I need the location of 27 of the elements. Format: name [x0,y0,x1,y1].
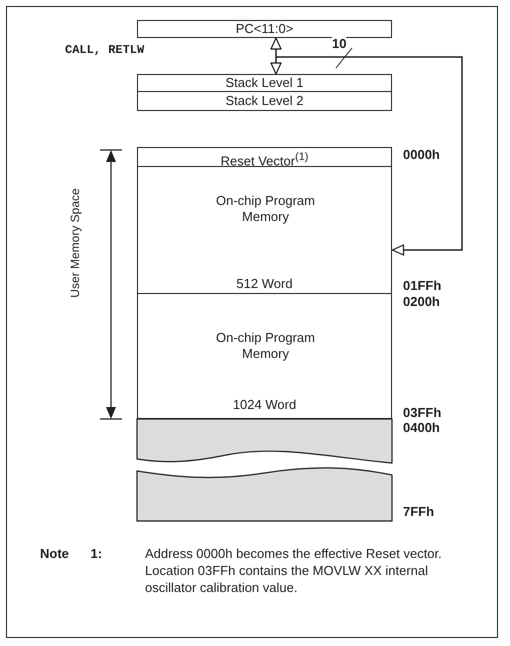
register-box [137,20,392,38]
note-text: Address 0000h becomes the effective Reset vector. Location 03FFh contains the MOVLW XX internal oscillator calibration value. [145,545,443,596]
memory-region [137,166,392,294]
memory-region [137,293,392,420]
region-label: On-chip Program Memory [215,330,316,362]
address-label: 7FFh [403,504,434,519]
stack-level-box [137,91,392,111]
address-label: 03FFh [403,405,442,420]
note-heading: Note 1: [40,545,102,562]
region-label: On-chip Program Memory [215,193,316,225]
instruction-label: CALL, RETLW [65,43,144,57]
region-label: Reset Vector$^{(1)}$ [220,150,310,170]
size-label: 512 Word [235,276,294,292]
register-label: PC<11:0> [234,21,294,37]
stack-label: Stack Level 2 [224,93,305,109]
size-label: 1024 Word [232,397,298,413]
address-label: 0000h [403,147,440,162]
memory-row [137,147,392,167]
arrow [270,37,282,75]
address-label: 01FFh [403,278,442,293]
address-label: 0200h [403,294,440,309]
dimension-label: User Memory Space [68,188,82,298]
stack-label: Stack Level 1 [224,75,305,91]
edge-label: 10 [332,36,346,51]
stack-level-box [137,74,392,92]
address-label: 0400h [403,420,440,435]
arrow [276,56,463,256]
